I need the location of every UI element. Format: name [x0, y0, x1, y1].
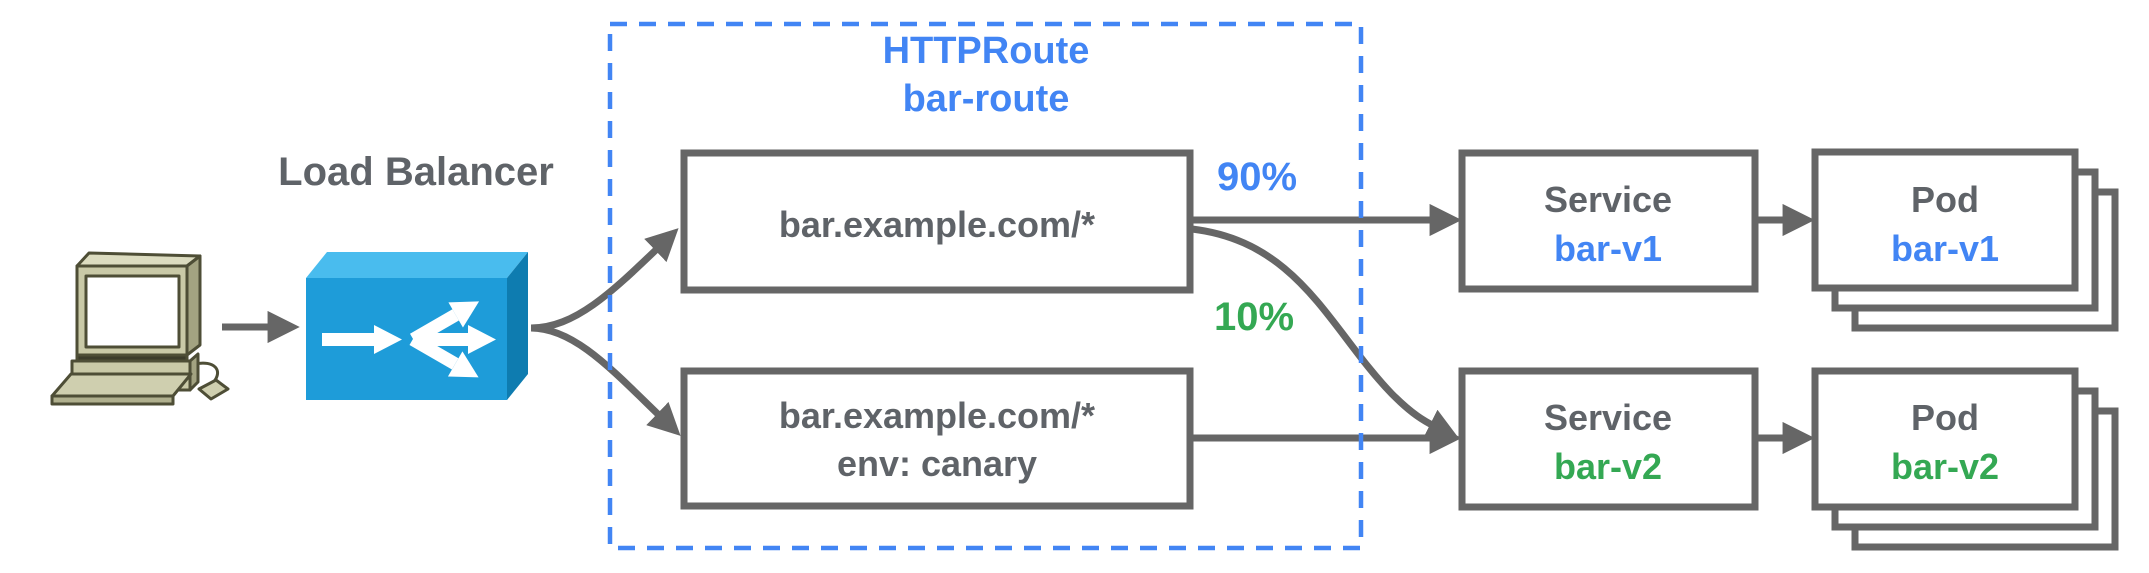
- rule-box-canary: [680, 367, 1194, 510]
- service1-kind: Service: [1544, 179, 1672, 220]
- monitor-top-face: [75, 251, 202, 268]
- rule-primary-host: bar.example.com/*: [779, 204, 1095, 245]
- service2-kind: Service: [1544, 397, 1672, 438]
- pod-stack-bar-v2: Pod bar-v2: [1811, 367, 2119, 551]
- service-box-bar-v2: [1458, 367, 1759, 511]
- pod-stack-bar-v1: Pod bar-v1: [1811, 148, 2119, 332]
- weight-label-90: 90%: [1217, 155, 1297, 199]
- rule-box-primary: [680, 149, 1194, 294]
- client-computer-icon: [50, 251, 230, 406]
- mouse: [197, 378, 230, 401]
- lb-arrow-mid-head: [468, 325, 496, 354]
- service1-name: bar-v1: [1554, 228, 1662, 269]
- lb-arrow-down-head: [447, 351, 479, 378]
- pod1-front: [1811, 148, 2079, 292]
- arrow-lb-to-rule1: [530, 228, 679, 332]
- arrow-rule1-to-service2: [1191, 225, 1460, 439]
- load-balancer-label: Load Balancer: [278, 150, 554, 194]
- lb-arrow-down: [409, 333, 479, 378]
- pod1-name: bar-v1: [1891, 228, 1999, 269]
- monitor-side-face: [185, 254, 202, 357]
- lb-side-face: [507, 252, 528, 400]
- lb-arrow-up-head: [448, 301, 480, 328]
- lb-arrow-down-shaft: [409, 333, 459, 370]
- lb-top-face: [306, 252, 528, 278]
- pod2-front: [1811, 367, 2079, 511]
- httproute-name: bar-route: [903, 78, 1070, 120]
- service2-name: bar-v2: [1554, 446, 1662, 487]
- rule-canary-host: bar.example.com/*: [779, 395, 1095, 436]
- keyboard-top: [50, 372, 193, 398]
- service-box-bar-v1: [1458, 149, 1759, 293]
- httproute-title: HTTPRoute: [883, 30, 1090, 72]
- keyboard-front: [50, 394, 175, 406]
- lb-arrow-in-head: [374, 325, 402, 354]
- pod2-kind: Pod: [1911, 397, 1979, 438]
- rule-canary-header-match: env: canary: [837, 443, 1037, 484]
- pod2-name: bar-v2: [1891, 446, 1999, 487]
- lb-arrow-in-shaft: [322, 333, 374, 346]
- pod1-kind: Pod: [1911, 179, 1979, 220]
- arrow-lb-to-rule2: [530, 324, 681, 436]
- weight-label-10: 10%: [1214, 295, 1294, 339]
- monitor-screen: [84, 274, 181, 349]
- load-balancer-icon: [306, 252, 528, 400]
- lb-split-arrows: [322, 301, 496, 378]
